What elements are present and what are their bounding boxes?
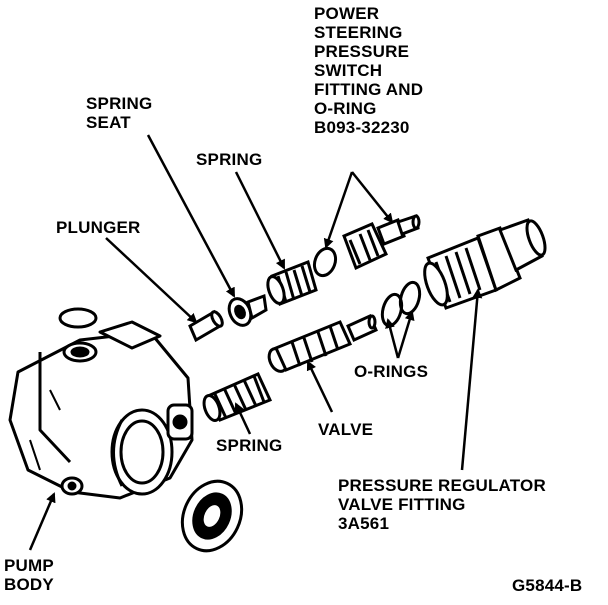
label-valve: VALVE xyxy=(318,420,374,439)
label-spring-top: SPRING xyxy=(196,150,263,169)
valve xyxy=(267,314,378,373)
pressure-regulator-fitting xyxy=(423,218,547,310)
pressure-switch-fitting xyxy=(342,214,421,271)
spring-bottom xyxy=(202,372,273,422)
label-power-steering-switch: POWER STEERING PRESSURE SWITCH FITTING A… xyxy=(314,4,424,137)
switch-o-ring xyxy=(312,246,338,278)
label-spring-bottom: SPRING xyxy=(216,436,283,455)
label-o-rings: O-RINGS xyxy=(354,362,429,381)
leader-lines xyxy=(28,134,483,551)
label-pump-body: PUMP BODY xyxy=(4,556,54,594)
figure-code: G5844-B xyxy=(512,576,583,595)
spring-top xyxy=(266,260,318,306)
regulator-o-rings xyxy=(380,280,422,328)
seal-cap xyxy=(180,479,244,553)
label-pressure-regulator: PRESSURE REGULATOR VALVE FITTING 3A561 xyxy=(338,476,546,533)
small-o-ring xyxy=(58,307,98,329)
label-spring-seat: SPRING SEAT xyxy=(86,94,153,132)
spring-seat xyxy=(227,293,268,327)
pump-body xyxy=(8,320,194,500)
label-plunger: PLUNGER xyxy=(56,218,141,237)
plunger xyxy=(188,309,224,343)
